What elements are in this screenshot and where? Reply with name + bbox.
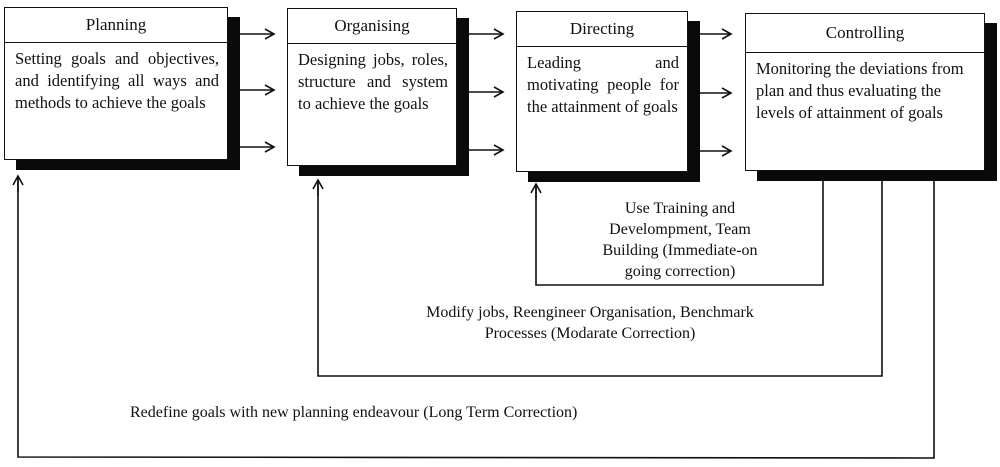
planning-description: Setting goals and objectives, and identi…	[15, 49, 219, 112]
organising-title: Organising	[288, 9, 456, 44]
feedback-loop-long-term	[17, 176, 935, 459]
organising-box: Organising Designing jobs, roles, struct…	[287, 8, 457, 166]
long-term-correction-label: Redefine goals with new planning endeavo…	[130, 404, 578, 421]
directing-description: Leading and motivating people for the at…	[527, 53, 679, 116]
organising-description: Designing jobs, roles, structure and sys…	[298, 50, 448, 113]
feedback-loop-immediate	[535, 180, 824, 286]
planning-box: Planning Setting goals and objectives, a…	[4, 7, 228, 160]
planning-title: Planning	[5, 8, 227, 43]
directing-title: Directing	[517, 12, 687, 47]
controlling-title: Controlling	[746, 14, 984, 53]
controlling-box: Controlling Monitoring the deviations fr…	[745, 13, 985, 171]
controlling-description: Monitoring the deviations from plan and …	[756, 59, 964, 122]
moderate-correction-label: Modify jobs, Reengineer Organisation, Be…	[426, 304, 754, 342]
directing-box: Directing Leading and motivating people …	[516, 11, 688, 172]
feedback-loop-moderate	[317, 180, 883, 377]
immediate-correction-label: Use Training and Develompment, Team Buil…	[602, 200, 758, 280]
